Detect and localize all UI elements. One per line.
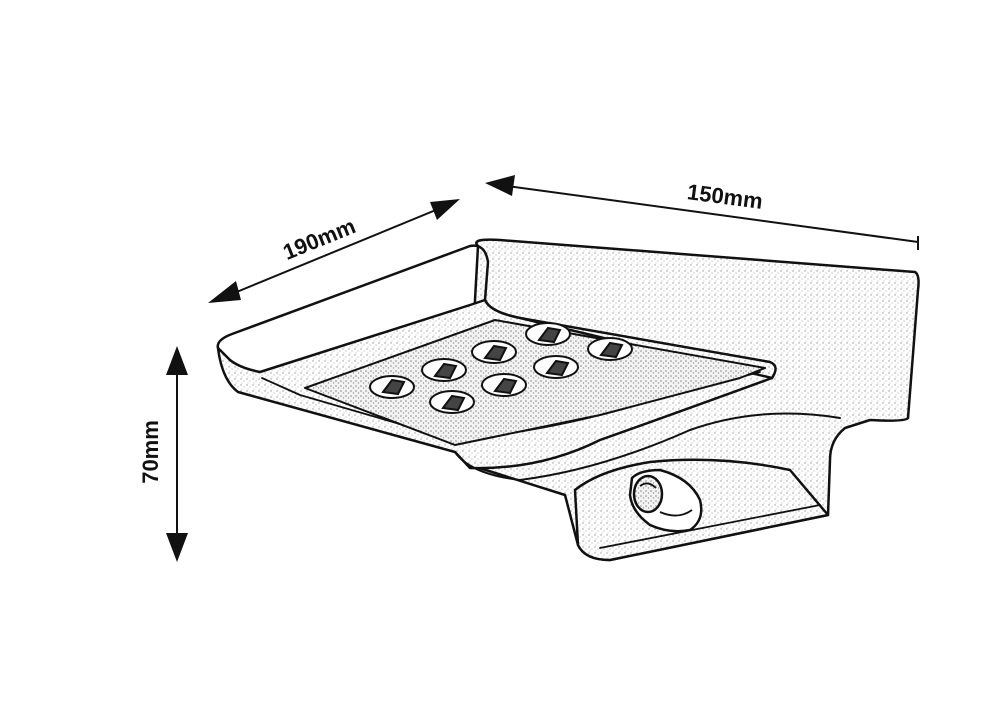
arrowhead-icon: [430, 199, 460, 220]
sensor-housing-edge: [599, 504, 821, 549]
panel-underside: [454, 412, 841, 481]
led-4: [525, 322, 571, 346]
solar-wall-light: [216, 238, 920, 562]
arrowhead-icon: [166, 346, 188, 375]
led-5: [429, 390, 475, 414]
arrowhead-icon: [208, 281, 241, 303]
dimension-depth-label: 150mm: [686, 179, 764, 214]
dimension-height-label: 70mm: [138, 420, 163, 484]
dimension-depth: 150mm: [485, 175, 919, 250]
led-7: [533, 355, 579, 379]
tray-top-rim: [216, 244, 777, 380]
led-8: [587, 337, 633, 361]
led-array: [369, 322, 633, 414]
dimension-width-line: [221, 204, 449, 299]
dimension-depth-line: [499, 184, 919, 243]
led-3: [471, 340, 517, 364]
dimension-height: 70mm: [138, 346, 188, 562]
led-2: [421, 358, 467, 382]
led-1: [369, 375, 415, 399]
led-6: [481, 373, 527, 397]
arrowhead-icon: [485, 175, 515, 196]
dimension-width: 190mm: [208, 199, 460, 303]
arrowhead-icon: [166, 533, 188, 562]
led-panel: [304, 319, 766, 446]
motion-sensor-icon: [628, 468, 703, 533]
